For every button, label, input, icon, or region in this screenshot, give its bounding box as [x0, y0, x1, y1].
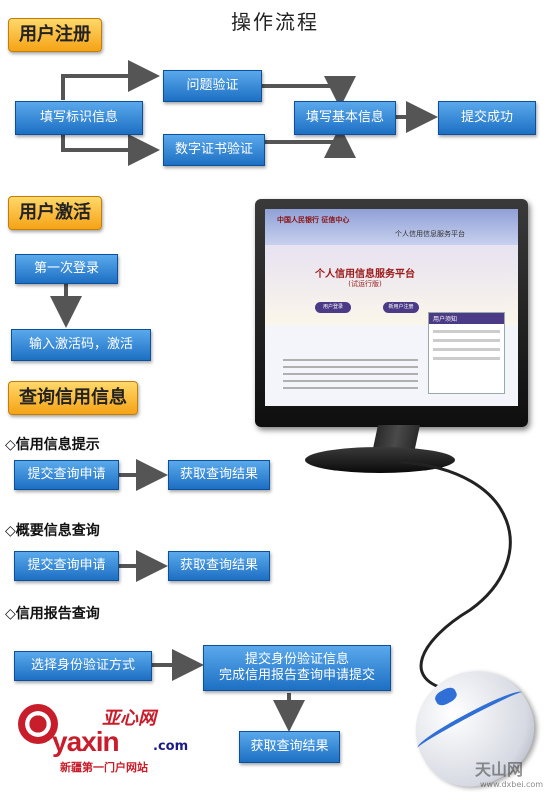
- first-login-box: 第一次登录: [15, 254, 118, 284]
- get-result-box-1: 获取查询结果: [168, 460, 270, 490]
- submit-verify-line-2: 完成信用报告查询申请提交: [218, 668, 375, 683]
- get-result-box-2: 获取查询结果: [168, 551, 270, 581]
- screen-notice-panel: 用户须知: [428, 312, 505, 394]
- logo-en-text: yaxin: [52, 726, 120, 757]
- screen-platform-title: 个人信用信息服务平台: [315, 269, 415, 280]
- monitor-frame: 中国人民银行 征信中心 个人信用信息服务平台 个人信用信息服务平台 (试运行版)…: [255, 199, 528, 427]
- section-user-register: 用户注册: [8, 18, 102, 52]
- submit-verify-info-box: 提交身份验证信息 完成信用报告查询申请提交: [203, 645, 391, 691]
- screen-service-text: 个人信用信息服务平台: [395, 230, 465, 238]
- fill-id-info-box: 填写标识信息: [15, 101, 143, 135]
- submit-verify-line-1: 提交身份验证信息: [244, 652, 349, 667]
- submit-request-box-2: 提交查询申请: [14, 551, 119, 581]
- monitor-base: [305, 447, 455, 473]
- monitor-screen: 中国人民银行 征信中心 个人信用信息服务平台 个人信用信息服务平台 (试运行版)…: [265, 209, 518, 406]
- logo-slogan-text: 新疆第一门户网站: [60, 761, 148, 774]
- fill-basic-info-box: 填写基本信息: [294, 101, 396, 135]
- submit-request-box-1: 提交查询申请: [14, 460, 119, 490]
- page-title: 操作流程: [231, 10, 319, 34]
- get-result-box-3: 获取查询结果: [239, 731, 340, 763]
- screen-org-text: 中国人民银行 征信中心: [277, 216, 350, 224]
- choose-verify-method-box: 选择身份验证方式: [14, 651, 152, 681]
- mouse-wheel: [432, 685, 459, 708]
- screen-login-button: 用户登录: [315, 302, 351, 313]
- submit-success-box: 提交成功: [438, 101, 536, 135]
- logo-dotcom-text: .com: [153, 739, 189, 754]
- watermark-text: 天山网: [475, 760, 524, 779]
- subheading-report-query: ◇信用报告查询: [5, 606, 100, 622]
- logo-cn-text: 亚心网: [102, 708, 156, 729]
- question-verify-box: 问题验证: [163, 70, 262, 102]
- subheading-credit-hint: ◇信用信息提示: [5, 437, 100, 453]
- section-query-credit: 查询信用信息: [8, 381, 138, 415]
- input-activation-code-box: 输入激活码，激活: [11, 329, 151, 361]
- screen-header: 中国人民银行 征信中心 个人信用信息服务平台: [265, 209, 518, 245]
- watermark-url: www.dxbei.com: [480, 780, 544, 789]
- screen-register-button: 新用户注册: [383, 302, 419, 313]
- mouse-stripe: [414, 686, 526, 754]
- subheading-summary-query: ◇概要信息查询: [5, 523, 100, 539]
- screen-banner: 个人信用信息服务平台 (试运行版) 用户登录 新用户注册: [265, 245, 518, 325]
- screen-notice-lines: [283, 359, 418, 389]
- screen-subtitle: (试运行版): [348, 280, 382, 288]
- section-user-activate: 用户激活: [8, 196, 102, 230]
- yaxin-logo-icon: [18, 704, 58, 744]
- screen-panel-title: 用户须知: [429, 313, 504, 324]
- cert-verify-box: 数字证书验证: [163, 134, 265, 166]
